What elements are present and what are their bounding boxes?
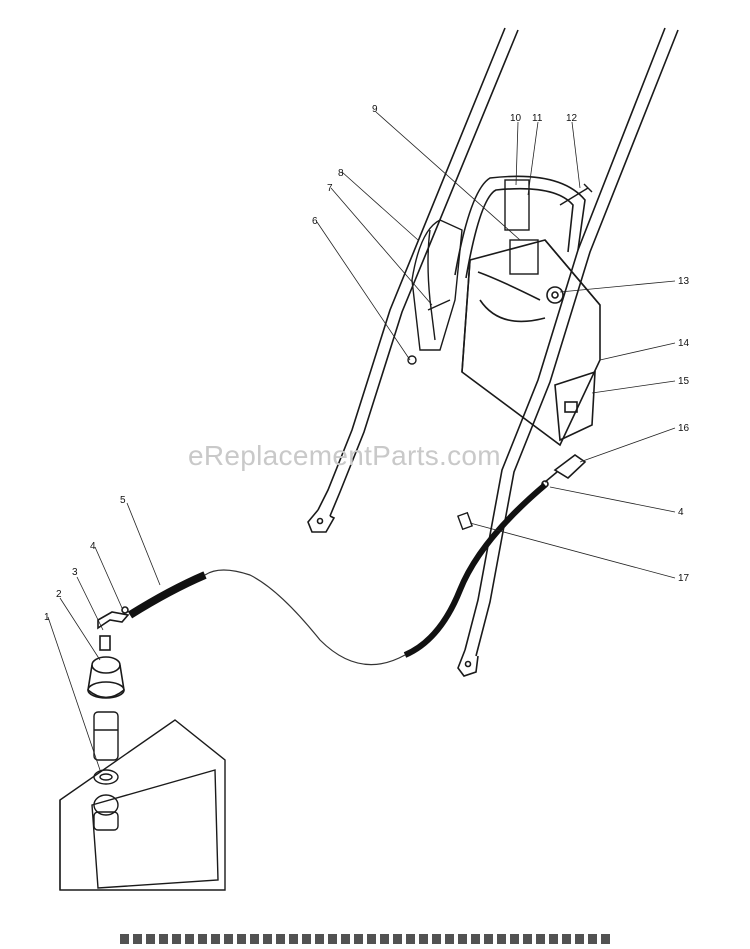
- callout-5: 5: [120, 495, 126, 506]
- callout-4: 4: [90, 541, 96, 552]
- callout-14: 14: [678, 338, 690, 349]
- handle-left: [307, 27, 519, 533]
- lower-tank: [59, 719, 226, 891]
- filter-cap: [87, 656, 125, 699]
- handle-loop: [454, 175, 586, 279]
- fuel-line: [127, 482, 547, 666]
- callout-16: 16: [678, 423, 690, 434]
- hose-clip: [457, 511, 473, 531]
- clamp-hardware: [407, 179, 593, 365]
- callout-8: 8: [338, 168, 344, 179]
- watermark: eReplacementParts.com: [188, 440, 501, 471]
- callout-4b: 4: [678, 507, 684, 518]
- gasket: [93, 769, 119, 785]
- fuel-tank: [461, 239, 601, 447]
- callout-13: 13: [678, 276, 690, 287]
- callout-7: 7: [327, 183, 333, 194]
- tank-plug: [93, 794, 119, 831]
- footer-text-cut: [120, 934, 610, 944]
- shutoff-valve: [541, 454, 587, 488]
- callout-17: 17: [678, 573, 690, 584]
- handle-right: [457, 27, 679, 677]
- callout-12: 12: [566, 113, 578, 124]
- callout-6: 6: [312, 216, 318, 227]
- leader-lines: [47, 111, 676, 771]
- callout-labels: 1 2 3 4 5 6 7 8 9 10 11 12 13 14 15 16 4…: [44, 104, 690, 623]
- callout-15: 15: [678, 376, 690, 387]
- callout-11: 11: [532, 113, 543, 124]
- callout-10: 10: [510, 113, 522, 124]
- callout-2: 2: [56, 589, 62, 600]
- footer-strip: [0, 934, 750, 944]
- bracket: [411, 219, 463, 351]
- callout-9: 9: [372, 104, 378, 115]
- callout-3: 3: [72, 567, 78, 578]
- filter-element: [93, 711, 119, 761]
- callout-1: 1: [44, 612, 50, 623]
